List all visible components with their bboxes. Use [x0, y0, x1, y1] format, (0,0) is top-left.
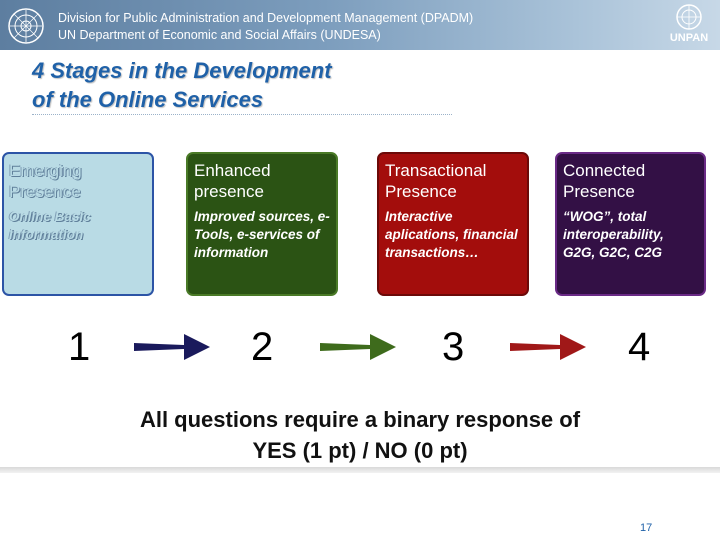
header-band: Division for Public Administration and D…	[0, 0, 720, 50]
unpan-logo: UNPAN	[664, 3, 714, 47]
stage-heading: Enhanced presence	[194, 161, 271, 201]
arrow-right-icon	[320, 334, 396, 360]
header-department-text: UN Department of Economic and Social Aff…	[58, 28, 381, 42]
stage-number-1: 1	[68, 325, 91, 369]
un-emblem-icon	[8, 8, 44, 44]
slide-title-line1: 4 Stages in the Development	[32, 58, 332, 83]
page-number: 17	[640, 522, 653, 534]
stage-box-transactional: Transactional Presence Interactive aplic…	[377, 152, 529, 296]
stage-heading: Emerging Presence	[9, 161, 82, 201]
stage-description: Improved sources, e-Tools, e-services of…	[194, 209, 330, 260]
un-globe-icon	[676, 4, 702, 30]
unpan-logo-text: UNPAN	[669, 32, 709, 44]
footer-divider	[0, 467, 720, 473]
stage-box-enhanced: Enhanced presence Improved sources, e-To…	[186, 152, 338, 296]
stage-heading: Connected Presence	[563, 161, 646, 201]
stage-description: Online Basic information	[9, 209, 91, 242]
stage-description: Interactive aplications, financial trans…	[385, 209, 518, 260]
stage-box-connected: Connected Presence “WOG”, total interope…	[555, 152, 706, 296]
header-division-text: Division for Public Administration and D…	[58, 11, 474, 25]
stage-box-emerging: Emerging Presence Online Basic informati…	[2, 152, 154, 296]
arrow-right-icon	[510, 334, 586, 360]
arrow-right-icon	[134, 334, 210, 360]
stage-heading: Transactional Presence	[385, 161, 487, 201]
stage-number-2: 2	[251, 325, 274, 369]
scoring-rule-line1: All questions require a binary response …	[139, 407, 581, 432]
slide-title-line2: of the Online Services	[32, 87, 264, 112]
stage-number-3: 3	[442, 325, 465, 369]
stage-number-4: 4	[628, 325, 651, 369]
slide-title: 4 Stages in the Development of the Onlin…	[32, 56, 452, 115]
scoring-rule-text: All questions require a binary response …	[60, 404, 660, 466]
stage-description: “WOG”, total interoperability, G2G, G2C,…	[563, 209, 664, 260]
scoring-rule-line2: YES (1 pt) / NO (0 pt)	[252, 438, 468, 463]
